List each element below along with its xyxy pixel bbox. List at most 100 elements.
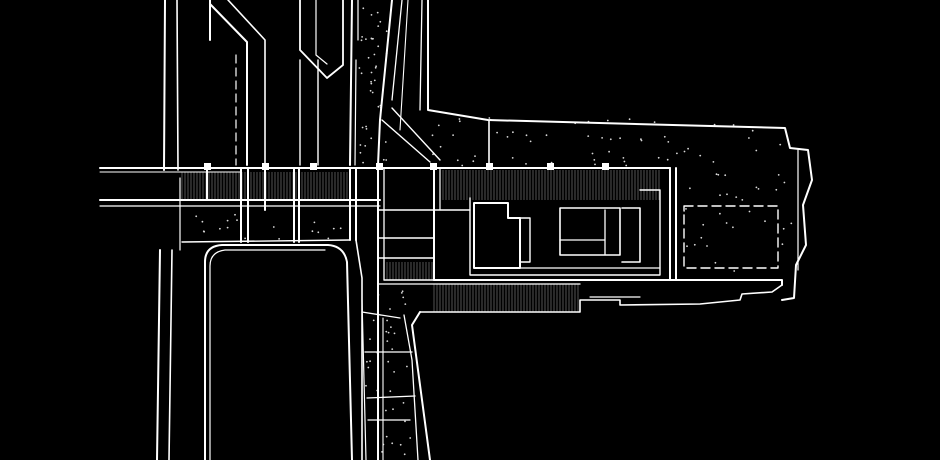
stipple-dot [726,193,728,196]
stipple-dot [687,147,689,150]
stipple-dot [369,89,372,92]
stipple-dot [278,238,280,240]
stipple-dot [385,159,388,161]
stipple-dot [472,160,475,163]
stipple-dot [719,212,721,215]
stipple-dot [403,453,406,456]
stipple-dot [456,159,459,162]
stipple-dot [386,340,389,342]
stipple-dot [358,67,361,69]
stipple-dot [593,159,596,161]
stipple-dot [712,161,715,163]
stipple-dot [458,120,461,123]
stipple-dot [512,131,514,134]
stipple-dot [219,227,221,230]
stipple-dot [439,145,442,148]
stipple-dot [724,174,727,177]
stipple-dot [365,125,367,128]
east-block-bottom-edge [433,279,783,286]
stipple-dot [653,121,656,123]
column-marker [430,163,437,170]
stipple-dot [409,437,412,439]
stipple-dot [359,144,362,146]
stipple-dot [525,134,528,137]
lane-edge-upper-right [377,0,393,166]
stipple-dot [714,261,717,264]
stipple-dot [377,25,380,27]
cross-wall-3 [349,167,357,241]
stipple-dot [719,194,721,197]
lane-edge-upper-left [349,0,353,166]
column-marker [602,163,609,170]
stipple-dot [362,161,364,164]
stipple-dot [748,137,750,139]
inner-hall-outline [469,189,661,276]
stipple-dot [385,330,388,333]
inner-room-4 [559,209,606,256]
stipple-dot [619,137,621,140]
stipple-dot [474,155,476,158]
stipple-dot [370,71,373,74]
stipple-dot [236,219,238,222]
stipple-dot [379,20,382,23]
stipple-dot [389,308,391,310]
stipple-dot [373,79,376,82]
stipple-dot [272,226,275,228]
stipple-dot [529,140,532,143]
stipple-dot [717,173,720,176]
column-markers [204,163,609,170]
stipple-dot [725,222,728,224]
stipple-dot [371,91,374,94]
stipple-dot [402,296,405,299]
stipple-dot [783,181,786,184]
lane-edge-upper-right-2 [391,0,403,101]
stipple-dot [601,137,603,139]
diagonal-path-upper [381,107,441,163]
stipple-dot [781,243,784,246]
stipple-dot [685,208,687,210]
stipple-dot [384,141,387,143]
stipple-dot [496,131,498,134]
stipple-dot [385,30,388,33]
street-edge-left-2 [168,0,179,460]
stipple-dot [369,360,371,363]
stipple-dot [782,227,785,230]
stipple-dot [764,220,766,223]
building-wall-upper-3 [315,0,328,65]
stipple-dot [640,139,643,142]
stipple-dot [385,435,388,438]
stipple-dot [452,134,454,137]
stipple-dot [779,143,782,146]
stipple-dot [391,442,394,445]
stipple-dot [311,230,314,233]
stipple-dot [431,134,434,137]
stipple-dot [365,38,367,40]
central-block-floor-lines [377,209,471,281]
stipple-dot [375,65,377,68]
stipple-dot [608,150,610,153]
stipple-dot [365,127,368,130]
stipple-dot [327,237,330,240]
stipple-dot [382,158,385,161]
stipple-dot [751,129,754,132]
stipple-dot [374,66,377,69]
cross-wall-2 [264,167,300,243]
stipple-dot [676,152,678,155]
stipple-dot [748,210,751,213]
stipple-dot [733,270,736,272]
stipple-dot [488,117,491,119]
stipple-dot [689,187,691,190]
stipple-dot [372,319,375,322]
inner-room-5 [621,207,641,263]
stipple-dot [628,118,631,121]
dashed-footprint [683,205,779,269]
stipple-dot [360,72,363,75]
stipple-dot [360,39,363,42]
stipple-dot [244,237,247,240]
stipple-dot [458,118,461,120]
stipple-dot [683,150,686,153]
stipple-dot [362,7,365,10]
stipple-dot [657,156,660,159]
stipple-dot [777,174,780,176]
